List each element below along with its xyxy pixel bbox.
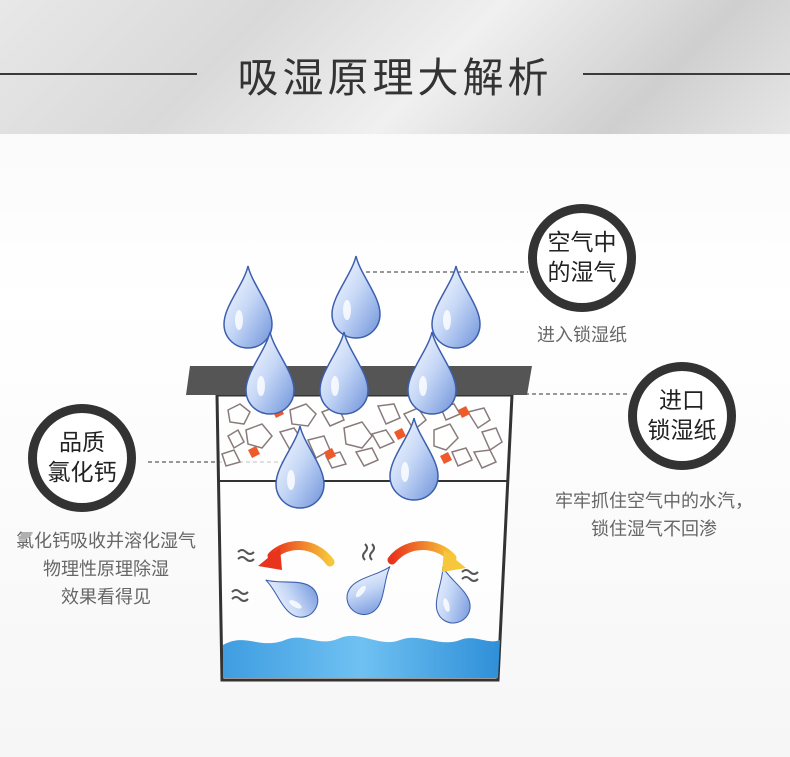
curved-arrow-icon (258, 541, 335, 570)
crystal-icon (324, 448, 336, 460)
crystal-icon (458, 406, 470, 418)
crystal-icon (227, 428, 245, 450)
crystal-icon (394, 428, 406, 440)
note-lock-paper-line1: 牢牢抓住空气中的水汽， (555, 491, 753, 512)
crystal-icon (245, 423, 273, 449)
callout-lock-paper-line1: 进口 (659, 388, 705, 414)
water-pool (223, 635, 500, 678)
crystal-icon (354, 447, 380, 467)
note-calcium-chloride-line1: 氯化钙吸收并溶化湿气 (16, 531, 196, 552)
page-title: 吸湿原理大解析 (237, 54, 553, 102)
note-lock-paper-line2: 锁住湿气不回渗 (591, 519, 717, 540)
crystal-icon (376, 403, 401, 425)
water-drop-icon (331, 255, 381, 339)
callout-calcium-chloride: 品质 氯化钙 (28, 404, 136, 512)
crystal-icon (433, 423, 459, 451)
note-calcium-chloride-line2: 物理性原理除湿 (43, 559, 169, 580)
crystal-icon (440, 452, 452, 464)
header-rule-left (0, 73, 197, 75)
note-calcium-chloride: 氯化钙吸收并溶化湿气 物理性原理除湿 效果看得见 (0, 528, 212, 612)
callout-air-moisture-label: 空气中 的湿气 (542, 228, 622, 288)
crystal-icon (343, 421, 373, 449)
header-banner: 吸湿原理大解析 (0, 0, 790, 134)
callout-lock-paper-label: 进口 锁湿纸 (642, 386, 722, 446)
crystal-icon (221, 449, 242, 467)
crystal-icon (450, 447, 474, 467)
note-calcium-chloride-line3: 效果看得见 (61, 587, 151, 608)
crystal-layer (221, 403, 503, 469)
callout-calcium-chloride-line2: 氯化钙 (47, 460, 117, 486)
callout-calcium-chloride-line1: 品质 (59, 430, 105, 456)
crystal-icon (466, 407, 491, 430)
crystal-icon (227, 403, 251, 425)
callout-air-moisture: 空气中 的湿气 (528, 204, 636, 312)
water-drop-icon (319, 331, 369, 415)
callout-lock-paper: 进口 锁湿纸 (628, 362, 736, 470)
callout-air-moisture-line1: 空气中 (547, 230, 617, 256)
callout-calcium-chloride-label: 品质 氯化钙 (42, 428, 122, 488)
header-rule-right (583, 73, 790, 75)
crystal-icon (248, 446, 260, 458)
note-air-moisture: 进入锁湿纸 (537, 325, 627, 346)
curved-arrow-icon (387, 541, 466, 572)
crystal-icon (472, 449, 498, 469)
crystal-icon (480, 427, 503, 452)
water-drop-icon (431, 265, 481, 349)
red-crystals (248, 406, 470, 464)
crystal-icon (289, 403, 317, 427)
callout-lock-paper-line2: 锁湿纸 (647, 418, 717, 444)
water-drop-icon (223, 265, 273, 349)
callout-air-moisture-line2: 的湿气 (547, 260, 617, 286)
note-lock-paper: 牢牢抓住空气中的水汽， 锁住湿气不回渗 (534, 488, 774, 544)
crystal-icon (370, 429, 396, 449)
